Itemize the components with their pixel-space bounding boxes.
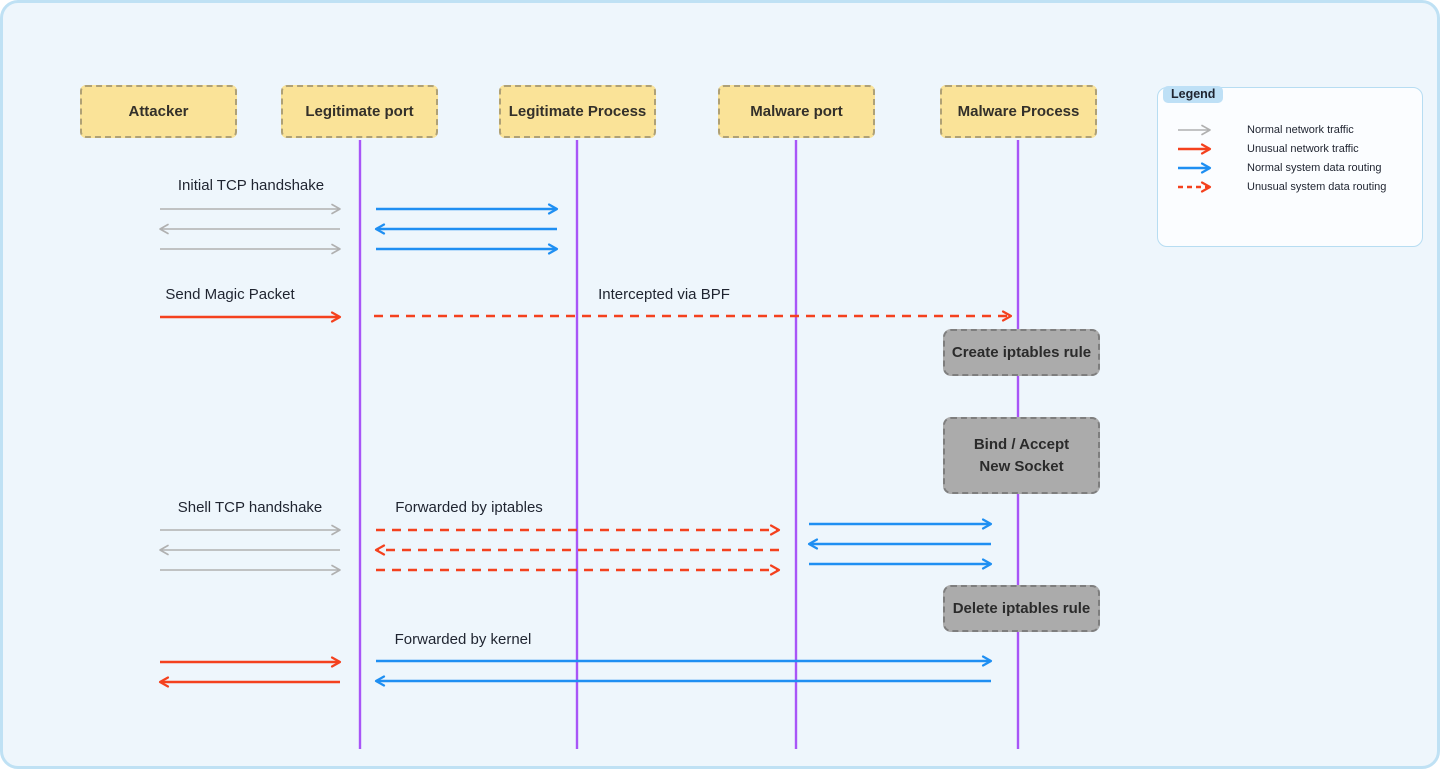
legend-item-label: Normal network traffic xyxy=(1247,123,1354,136)
unusual-network-arrow-icon xyxy=(1178,142,1212,155)
legend-item-label: Unusual network traffic xyxy=(1247,142,1359,155)
actor-legitimate-process: Legitimate Process xyxy=(499,85,656,138)
action-create-iptables-rule: Create iptables rule xyxy=(943,329,1100,376)
legend-item-normal-system-data-routing: Normal system data routing xyxy=(1176,161,1414,174)
actor-attacker: Attacker xyxy=(80,85,237,138)
legend-item-label: Normal system data routing xyxy=(1247,161,1382,174)
label-intercepted-via-bpf: Intercepted via BPF xyxy=(598,286,730,303)
label-send-magic-packet: Send Magic Packet xyxy=(165,286,295,303)
action-line: New Socket xyxy=(979,457,1064,475)
action-delete-iptables-rule: Delete iptables rule xyxy=(943,585,1100,632)
legend-rows: Normal network traffic Unusual network t… xyxy=(1176,123,1414,193)
legend-item-unusual-network-traffic: Unusual network traffic xyxy=(1176,142,1414,155)
action-line: Bind / Accept xyxy=(973,435,1070,453)
legend-item-normal-network-traffic: Normal network traffic xyxy=(1176,123,1414,136)
label-initial-tcp-handshake: Initial TCP handshake xyxy=(177,177,325,194)
normal-routing-arrow-icon xyxy=(1178,161,1212,174)
actor-malware-process: Malware Process xyxy=(940,85,1097,138)
actor-legitimate-port: Legitimate port xyxy=(281,85,438,138)
label-shell-tcp-handshake: Shell TCP handshake xyxy=(177,499,323,516)
legend-item-label: Unusual system data routing xyxy=(1247,180,1387,193)
action-bind-accept-new-socket: Bind / Accept New Socket xyxy=(943,417,1100,494)
label-forwarded-by-kernel: Forwarded by kernel xyxy=(394,631,532,648)
legend-title: Legend xyxy=(1163,86,1224,103)
label-forwarded-by-iptables: Forwarded by iptables xyxy=(395,499,543,516)
normal-network-arrow-icon xyxy=(1178,124,1211,135)
flow-layer xyxy=(158,140,1020,749)
legend-item-unusual-system-data-routing: Unusual system data routing xyxy=(1176,180,1414,193)
legend: Legend Normal network traffic Unusual ne… xyxy=(1157,86,1423,247)
unusual-routing-arrow-icon xyxy=(1178,180,1212,193)
actor-malware-port: Malware port xyxy=(718,85,875,138)
